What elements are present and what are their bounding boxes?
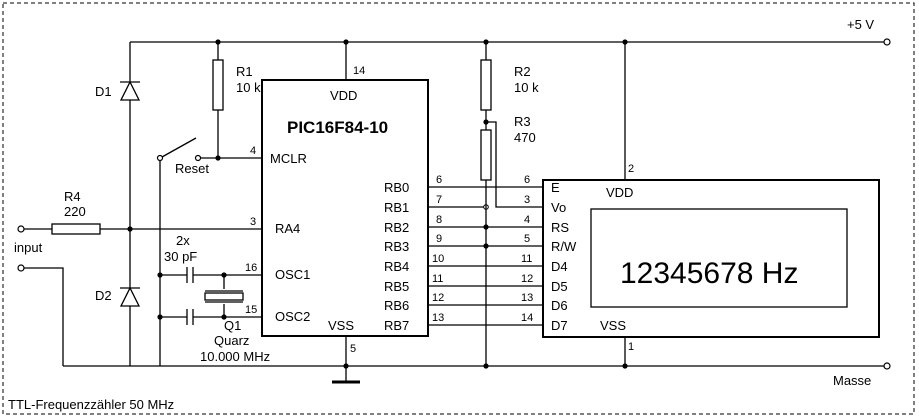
mcu-pin-osc2-num: 15 (245, 304, 257, 316)
lcd-pin-d4: D4 (551, 259, 568, 274)
mcu-vdd-pin: 14 (353, 65, 365, 77)
lcd-pin-d6: D6 (551, 298, 568, 313)
lcd-pin-rw: R/W (551, 239, 577, 254)
crystal-freq: 10.000 MHz (200, 349, 270, 364)
lcd-pin-vo-num: 3 (524, 194, 530, 206)
mcu-pin-rb4: RB4 (384, 259, 409, 274)
d1-label: D1 (95, 84, 112, 99)
crystal-type: Quarz (214, 333, 249, 348)
mcu-pin-ra4-num: 3 (250, 216, 256, 228)
mcu-pin-ra4: RA4 (275, 221, 300, 236)
lcd-pin-vo: Vo (551, 200, 566, 215)
mcu-pin-osc1: OSC1 (275, 267, 310, 282)
lcd-display-text: 12345678 Hz (620, 257, 798, 290)
lcd-screen (590, 208, 848, 308)
r2-ref: R2 (514, 64, 531, 79)
caps-count: 2x (176, 233, 190, 248)
input-terminal-ground (17, 264, 25, 272)
lcd-pin-e-num: 6 (524, 174, 530, 186)
mcu-vss-pin: 5 (350, 343, 356, 355)
mcu-pin-rb7: RB7 (384, 318, 409, 333)
mcu-vss-label: VSS (328, 318, 354, 333)
capacitor-c1 (186, 267, 194, 283)
crystal-ref: Q1 (224, 318, 241, 333)
mcu-pin-mclr-num: 4 (250, 145, 256, 157)
mcu-pin-rb0: RB0 (384, 180, 409, 195)
resistor-r1 (212, 59, 224, 111)
mcu-pin-osc2: OSC2 (275, 309, 310, 324)
lcd-vdd-pin: 2 (628, 163, 634, 175)
mcu-pin-rb1-num: 7 (436, 194, 442, 206)
mcu-pin-rb6: RB6 (384, 298, 409, 313)
reset-label: Reset (175, 161, 209, 176)
vcc-rail (130, 38, 891, 46)
crystal-q1 (204, 275, 244, 317)
lcd-pin-rs-num: 4 (524, 214, 530, 226)
mcu-pin-osc1-num: 16 (245, 262, 257, 274)
r4-ref: R4 (64, 189, 81, 204)
lcd-vss-pin: 1 (628, 341, 634, 353)
resistor-r2 (480, 59, 492, 111)
lcd-pin-d6-num: 13 (521, 292, 533, 304)
resistor-r4 (51, 223, 101, 235)
vcc-label: +5 V (847, 17, 874, 32)
caps-value: 30 pF (164, 249, 197, 264)
r3-ref: R3 (514, 114, 531, 129)
r2-value: 10 k (514, 80, 539, 95)
lcd-vdd-label: VDD (606, 185, 633, 200)
ground-label: Masse (833, 373, 871, 388)
mcu-pin-rb1: RB1 (384, 200, 409, 215)
d2-label: D2 (95, 288, 112, 303)
lcd-pin-d7: D7 (551, 318, 568, 333)
mcu-chip (261, 79, 429, 337)
lcd-pin-d5-num: 12 (521, 273, 533, 285)
mcu-pin-rb6-num: 12 (432, 292, 444, 304)
mcu-pin-rb4-num: 10 (432, 253, 444, 265)
lcd-pin-d5: D5 (551, 279, 568, 294)
r3-value: 470 (514, 130, 536, 145)
lcd-pin-d7-num: 14 (521, 312, 533, 324)
mcu-pin-rb3: RB3 (384, 239, 409, 254)
ground-rail (63, 362, 891, 370)
lcd-pin-rs: RS (551, 220, 569, 235)
mcu-pin-mclr: MCLR (270, 151, 307, 166)
mcu-name: PIC16F84-10 (287, 118, 388, 137)
lcd-pin-rw-num: 5 (524, 233, 530, 245)
mcu-pin-rb5-num: 11 (432, 273, 443, 285)
input-label: input (14, 240, 43, 255)
resistor-r3 (480, 129, 492, 181)
mcu-pin-rb2: RB2 (384, 220, 409, 235)
r4-value: 220 (64, 204, 86, 219)
mcu-vdd-label: VDD (330, 88, 357, 103)
lcd-pin-e: E (551, 180, 560, 195)
diagram-title: TTL-Frequenzzähler 50 MHz (8, 397, 174, 412)
lcd-pin-d4-num: 11 (521, 253, 532, 265)
diode-d1 (119, 80, 141, 101)
mcu-pin-rb0-num: 6 (436, 174, 442, 186)
r1-ref: R1 (236, 64, 253, 79)
reset-switch (156, 137, 202, 366)
mcu-pin-rb7-num: 13 (432, 312, 444, 324)
input-terminal-signal (17, 225, 25, 233)
mcu-pin-rb5: RB5 (384, 279, 409, 294)
lcd-vss-label: VSS (600, 318, 626, 333)
diode-d2 (119, 286, 141, 307)
mcu-pin-rb2-num: 8 (436, 214, 442, 226)
r1-value: 10 k (236, 80, 261, 95)
mcu-pin-rb3-num: 9 (436, 233, 442, 245)
capacitor-c2 (186, 309, 194, 325)
